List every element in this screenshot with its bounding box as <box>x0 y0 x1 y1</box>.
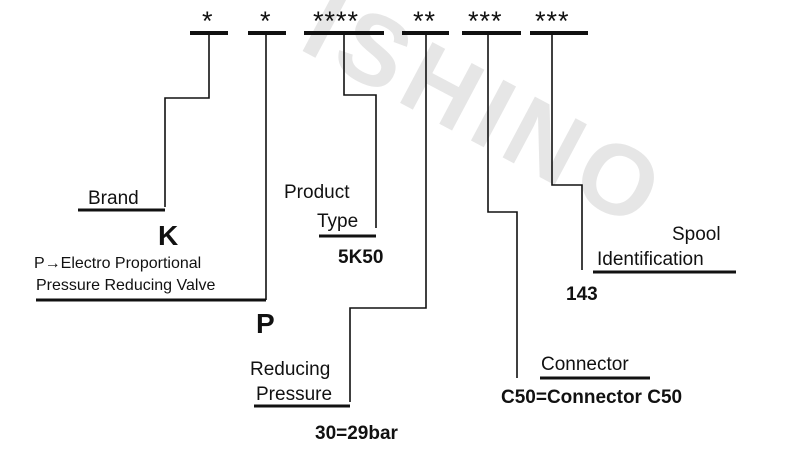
code-slot-6: *** <box>535 6 570 36</box>
connector-value: C50=Connector C50 <box>501 387 683 408</box>
product-type-label-1: Product <box>284 182 350 203</box>
valve-desc-line-2: Pressure Reducing Valve <box>36 277 216 294</box>
spool-label-1: Spool <box>672 224 721 245</box>
code-slot-3: **** <box>313 6 360 36</box>
pressure-value: 30=29bar <box>315 423 398 444</box>
brand-leader <box>164 35 210 207</box>
pressure-label-2: Pressure <box>256 384 333 405</box>
code-slot-4: ** <box>413 6 437 36</box>
connector-leader <box>487 35 518 378</box>
product-type-label-2: Type <box>317 211 359 232</box>
pressure-leader <box>349 35 427 402</box>
valve-desc-line-1: P→Electro Proportional <box>34 255 202 272</box>
pressure-label-1: Reducing <box>250 359 331 380</box>
product-type-leader <box>343 35 377 228</box>
spool-value: 143 <box>566 284 598 305</box>
code-slot-5: *** <box>468 6 503 36</box>
spool-leader <box>551 35 583 270</box>
code-slot-2: * <box>260 6 272 36</box>
connector-label: Connector <box>541 354 629 375</box>
brand-label: Brand <box>88 188 139 209</box>
product-type-value: 5K50 <box>338 247 384 268</box>
code-slot-1: * <box>202 6 214 36</box>
brand-value: K <box>158 220 179 251</box>
valve-type-value: P <box>256 308 275 339</box>
spool-label-2: Identification <box>597 249 704 270</box>
